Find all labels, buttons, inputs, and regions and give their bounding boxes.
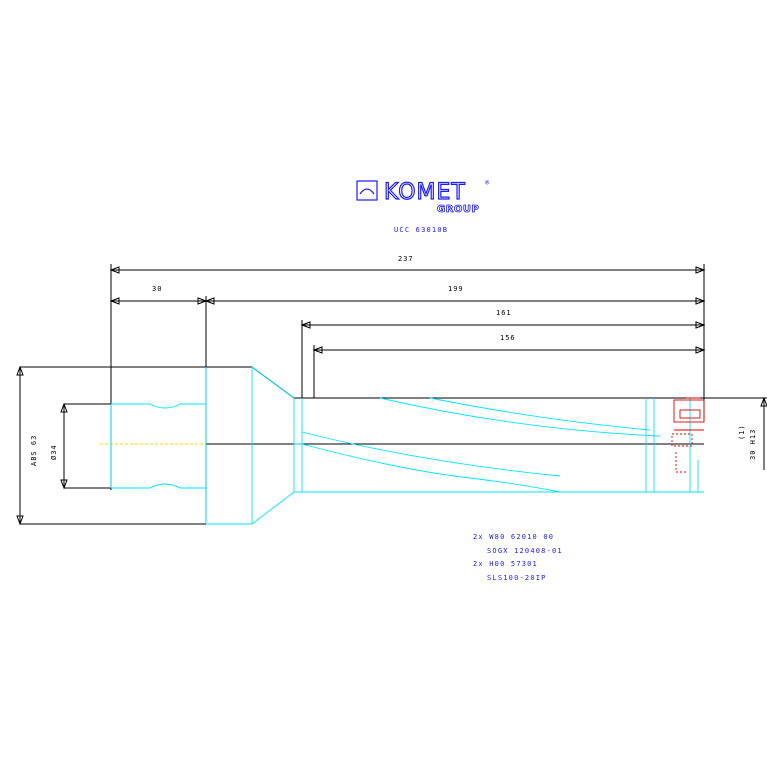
dim-shank-length: 30: [152, 285, 162, 293]
note-line-4: SLS100-20IP: [487, 574, 547, 582]
note-line-1: 2x W80 62010 00: [473, 533, 554, 541]
tool-outline: [110, 366, 704, 525]
note-line-2: SOGX 120408-01: [487, 547, 563, 555]
dim-cut-dia-large: 30 H13: [749, 429, 757, 460]
logo-emblem-icon: [356, 180, 378, 201]
logo-emblem-mark: [359, 188, 375, 195]
logo-brand: KOMET: [384, 180, 466, 205]
dim-cut-dia-small: (1): [738, 424, 746, 440]
dim-flute-outer: 161: [496, 309, 512, 317]
note-line-3: 2x H00 57301: [473, 560, 538, 568]
dim-flute-inner: 156: [500, 334, 516, 342]
dimension-lines: 237 30 199 161 156 ABS 63: [16, 255, 767, 526]
part-number: UCC 63010B: [394, 226, 448, 234]
komet-logo: KOMET ® GROUP: [356, 179, 490, 215]
logo-group: GROUP: [437, 204, 479, 215]
insert-outline: [671, 397, 705, 473]
dim-shank-dia-inner: Ø34: [50, 444, 58, 460]
notes-block: 2x W80 62010 00 SOGX 120408-01 2x H00 57…: [473, 533, 563, 582]
dim-shank-dia-outer: ABS 63: [30, 435, 38, 466]
dim-body-length: 199: [448, 285, 464, 293]
logo-registered: ®: [485, 179, 490, 187]
dim-total-length: 237: [398, 255, 414, 263]
